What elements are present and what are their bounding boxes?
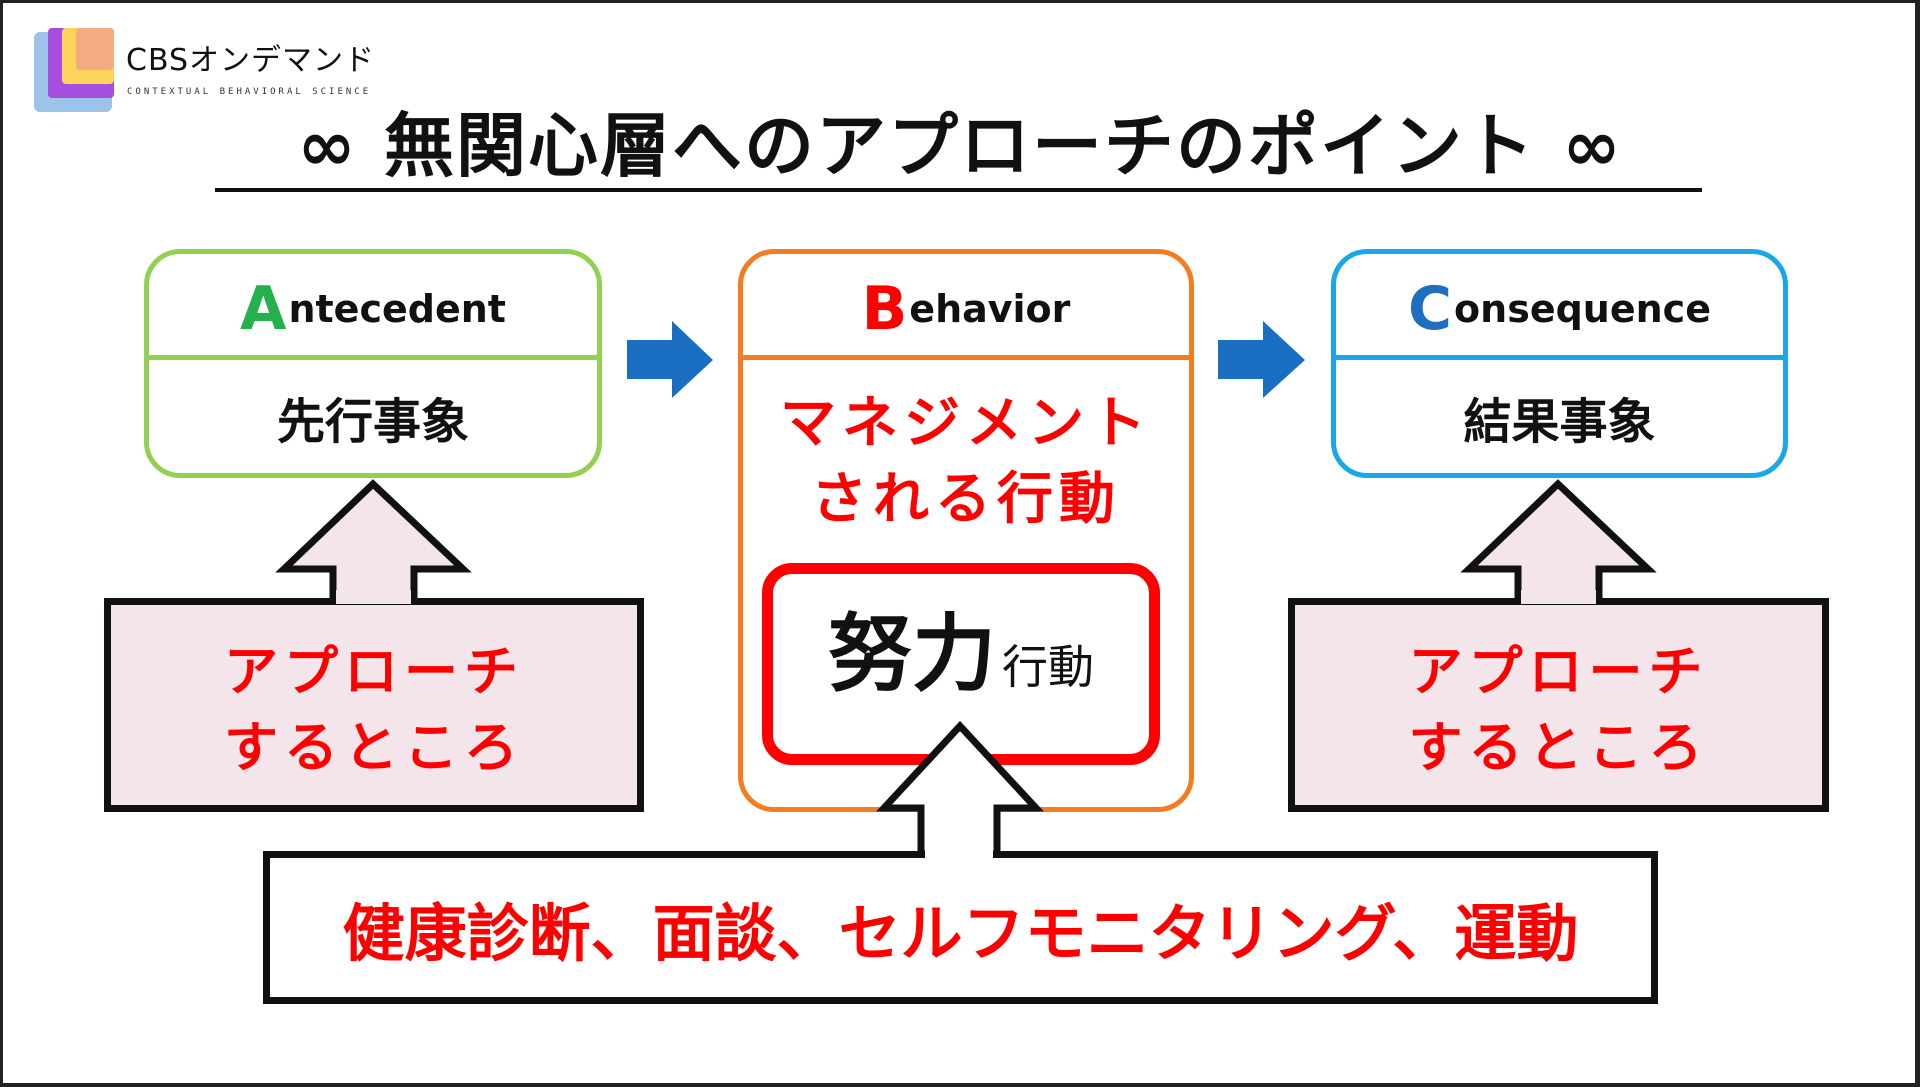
- consequence-label: 結果事象: [1463, 393, 1656, 450]
- logo-subtitle: CONTEXTUAL BEHAVIORAL SCIENCE: [127, 87, 372, 97]
- consequence-rest: onsequence: [1454, 286, 1711, 331]
- arrow-joint: [925, 845, 993, 859]
- title-underline: [215, 188, 1702, 192]
- arrow-joint: [1521, 590, 1596, 604]
- arrow-right-icon: [1218, 321, 1305, 398]
- cbs-logo-icon: [34, 28, 114, 112]
- approach-right-line2: するところ: [1408, 716, 1709, 779]
- approach-right-box: アプローチ するところ: [1288, 598, 1829, 812]
- behavior-initial: B: [861, 273, 908, 344]
- managed-line1: マネジメント: [780, 391, 1152, 456]
- effort-behavior-text: 行動: [1002, 640, 1094, 694]
- effort-text: 努力: [827, 605, 996, 703]
- arrow-up-icon: [875, 720, 1045, 858]
- arrow-up-icon: [275, 479, 472, 605]
- antecedent-initial: A: [240, 273, 287, 344]
- interventions-box: 健康診断、面談、セルフモニタリング、運動: [263, 851, 1658, 1004]
- behavior-rest: ehavior: [909, 286, 1071, 331]
- approach-right-line1: アプローチ: [1408, 640, 1709, 703]
- logo-title: CBSオンデマンド: [126, 43, 376, 78]
- managed-line2: される行動: [811, 467, 1121, 532]
- consequence-initial: C: [1408, 273, 1453, 344]
- approach-left-box: アプローチ するところ: [104, 598, 644, 812]
- antecedent-label: 先行事象: [276, 393, 469, 450]
- managed-behavior-text: マネジメント される行動: [743, 386, 1189, 538]
- page-title: ∞ 無関心層へのアプローチのポイント ∞: [297, 105, 1623, 187]
- arrow-joint: [336, 590, 411, 604]
- antecedent-rest: ntecedent: [288, 286, 506, 331]
- arrow-up-icon: [1460, 479, 1657, 605]
- approach-left-line2: するところ: [224, 716, 524, 779]
- approach-left-line1: アプローチ: [224, 640, 524, 703]
- arrow-right-icon: [627, 321, 713, 398]
